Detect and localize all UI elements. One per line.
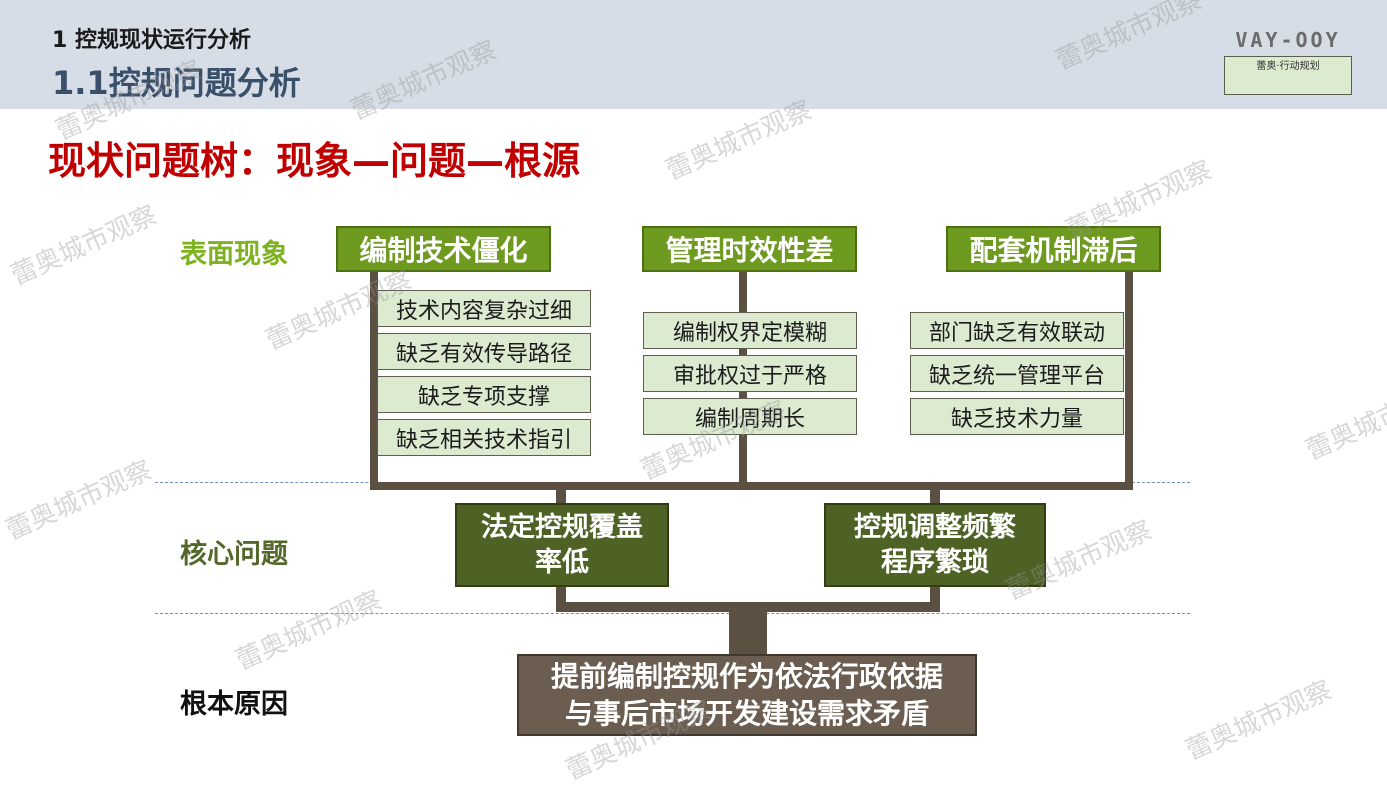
branch-right <box>1125 270 1133 488</box>
sub-item: 部门缺乏有效联动 <box>910 312 1124 349</box>
sub-item: 缺乏专项支撑 <box>377 376 591 413</box>
connector-core-left-bottom <box>556 584 566 610</box>
sub-item: 缺乏技术力量 <box>910 398 1124 435</box>
logo-subtitle: 蕾奥·行动规划 <box>1224 56 1352 95</box>
watermark: 蕾奥城市观察 <box>1181 675 1337 767</box>
core-problem-line: 程序繁琐 <box>881 547 989 578</box>
branch-upper-bar <box>370 482 1133 490</box>
branch-left <box>370 270 378 488</box>
phenomenon-lagging-mechanism: 配套机制滞后 <box>946 226 1161 272</box>
root-cause: 提前编制控规作为依法行政依据 与事后市场开发建设需求矛盾 <box>517 654 977 736</box>
row-label-core: 核心问题 <box>180 539 288 570</box>
connector-core-right-top <box>930 486 940 508</box>
sub-item: 编制权界定模糊 <box>643 312 857 349</box>
watermark: 蕾奥城市观察 <box>1 455 157 547</box>
root-cause-line: 提前编制控规作为依法行政依据 <box>550 660 943 693</box>
row-label-surface: 表面现象 <box>180 239 288 270</box>
brand-logo: VAY-OOY 蕾奥·行动规划 <box>1224 28 1352 95</box>
phenomenon-rigid-technique: 编制技术僵化 <box>336 226 551 272</box>
logo-mark: VAY-OOY <box>1235 28 1341 52</box>
watermark: 蕾奥城市观察 <box>231 585 387 677</box>
core-problem-line: 法定控规覆盖 <box>481 512 643 543</box>
core-problem-low-coverage: 法定控规覆盖 率低 <box>455 503 669 587</box>
sub-item: 缺乏统一管理平台 <box>910 355 1124 392</box>
connector-core-right-bottom <box>930 584 940 610</box>
tree-trunk <box>729 610 767 656</box>
branch-lower-bar <box>556 602 940 612</box>
core-problem-line: 率低 <box>535 547 589 578</box>
core-problem-frequent-adjustment: 控规调整频繁 程序繁琐 <box>824 503 1046 587</box>
section-title: 1.1控规问题分析 <box>52 64 301 102</box>
connector-core-left-top <box>556 486 566 508</box>
sub-item: 审批权过于严格 <box>643 355 857 392</box>
sub-item: 缺乏有效传导路径 <box>377 333 591 370</box>
root-cause-line: 与事后市场开发建设需求矛盾 <box>564 697 929 730</box>
phenomenon-poor-timeliness: 管理时效性差 <box>642 226 857 272</box>
divider-lower <box>155 613 1190 614</box>
section-label: 1 控规现状运行分析 <box>52 28 251 53</box>
row-label-root: 根本原因 <box>180 689 288 720</box>
watermark: 蕾奥城市观察 <box>6 200 162 292</box>
header-band <box>0 0 1387 109</box>
sub-item: 编制周期长 <box>643 398 857 435</box>
sub-item: 缺乏相关技术指引 <box>377 419 591 456</box>
sub-item: 技术内容复杂过细 <box>377 290 591 327</box>
core-problem-line: 控规调整频繁 <box>854 512 1016 543</box>
watermark: 蕾奥城市观察 <box>1301 375 1387 467</box>
page-title: 现状问题树：现象—问题—根源 <box>48 139 581 183</box>
